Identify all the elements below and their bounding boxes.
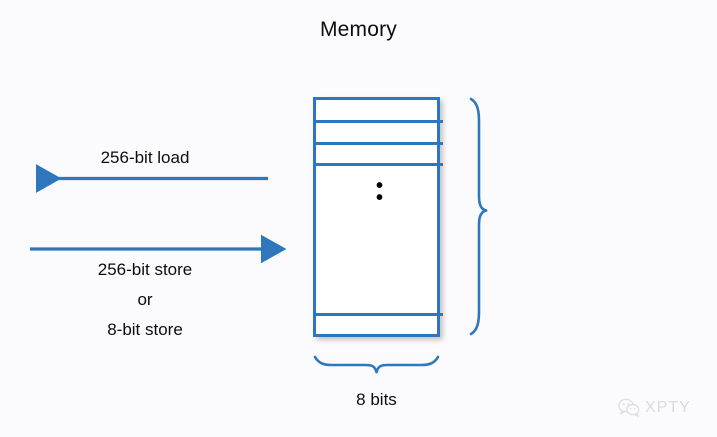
store-arrow-label-line2: or (137, 290, 153, 309)
store-arrow-label-line1: 256-bit store (97, 260, 193, 279)
store-arrow-label-line3: 8-bit store (107, 320, 183, 339)
load-arrow-label: 256-bit load (100, 148, 190, 167)
width-label: 8 bits (356, 390, 397, 409)
height-brace (469, 97, 488, 336)
ellipsis-dot-bottom: • (375, 187, 383, 209)
ellipsis-dot-top: • (375, 175, 383, 197)
page-title: Memory (319, 18, 398, 41)
watermark: XPTY (618, 398, 691, 417)
memory-row-divider-1 (316, 120, 443, 123)
memory-row-divider-3 (316, 163, 443, 166)
memory-ellipsis: • • (316, 175, 443, 209)
wechat-icon (618, 398, 640, 417)
width-brace (313, 355, 440, 374)
watermark-text: XPTY (645, 398, 691, 416)
memory-row-divider-4 (316, 313, 443, 316)
memory-block: • • (313, 97, 443, 337)
memory-row-divider-2 (316, 142, 443, 145)
